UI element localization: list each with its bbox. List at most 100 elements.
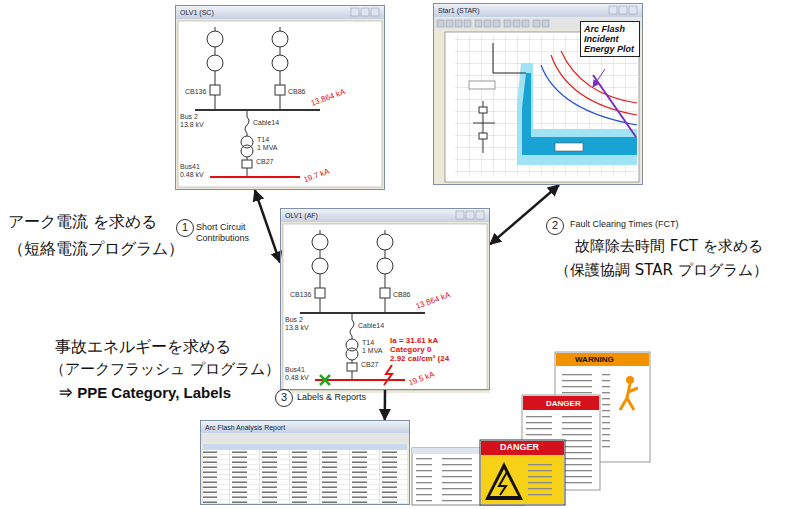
af-window-art-part bbox=[320, 375, 330, 385]
tcc-window-art-part-part bbox=[464, 20, 471, 27]
step-note: 事故エネルギーを求める bbox=[55, 338, 231, 356]
app-window: OLV1 (SC) bbox=[175, 5, 385, 190]
danger-label-art-part bbox=[481, 441, 564, 455]
callout-number: 3 bbox=[275, 389, 293, 407]
warning-card-art-part bbox=[620, 384, 638, 410]
plot-callout-box: Arc Flash Incident Energy Plot bbox=[580, 21, 640, 57]
tcc-window-art-part-part bbox=[455, 20, 462, 27]
connector-arrow bbox=[490, 185, 559, 244]
window-title: OLV1 (SC) bbox=[176, 6, 384, 19]
tcc-window-art-part bbox=[437, 20, 549, 27]
device-label: Cable14 bbox=[253, 119, 279, 127]
arc-flash-result: Category 0 bbox=[390, 345, 431, 354]
tcc-window-art-part-part bbox=[493, 20, 500, 27]
tcc-window-art-part bbox=[555, 143, 583, 151]
window-title: OLV1 (AF) bbox=[281, 209, 489, 222]
device-label: Bus41 bbox=[180, 163, 200, 171]
device-label: CB27 bbox=[361, 361, 379, 369]
tcc-window-art-part-part bbox=[484, 20, 491, 27]
device-label: 1 MVA bbox=[257, 144, 278, 152]
tcc-window-art-part-part bbox=[479, 133, 487, 139]
callout-text: Arc Flash Incident Energy Plot bbox=[584, 24, 636, 54]
device-label: 0.48 kV bbox=[285, 374, 309, 382]
tcc-window-art-part bbox=[629, 6, 637, 14]
device-label: CB136 bbox=[290, 291, 311, 299]
device-label: Cable14 bbox=[358, 322, 384, 330]
step-note: アーク電流 を求める bbox=[8, 213, 157, 231]
report-window-art-part bbox=[201, 421, 409, 433]
tcc-window-art-part bbox=[522, 73, 637, 155]
device-label: 13.8 kV bbox=[180, 121, 204, 129]
device-label: 1 MVA bbox=[362, 347, 383, 355]
step-note: （保護協調 STAR プログラム） bbox=[555, 262, 768, 279]
warning-card-art-part bbox=[626, 376, 634, 384]
danger-label-art-part bbox=[481, 455, 564, 504]
edge-label: Short Circuit Contributions bbox=[196, 222, 260, 244]
device-label: Bus 2 bbox=[285, 316, 303, 324]
device-label: CB86 bbox=[288, 88, 306, 96]
report-window-art-part bbox=[203, 444, 407, 503]
af-window-art-part bbox=[320, 375, 330, 385]
window-title: Star1 (STAR) bbox=[434, 4, 642, 17]
callout-number: 2 bbox=[546, 217, 564, 235]
report-window-art-part bbox=[201, 434, 409, 442]
arc-flash-result: Ia = 31.61 kA bbox=[390, 336, 438, 345]
danger-label-art-part bbox=[499, 472, 507, 495]
danger-label-art-part bbox=[528, 462, 560, 500]
danger-label-art-part bbox=[485, 462, 523, 500]
tcc-window-art-part-part bbox=[446, 20, 453, 27]
signal-word: DANGER bbox=[546, 399, 581, 408]
tcc-window-art-part bbox=[493, 43, 526, 73]
danger-label-art-part bbox=[490, 469, 518, 496]
tcc-window-art-part-part bbox=[479, 107, 487, 113]
callout-number: 1 bbox=[176, 219, 194, 237]
signal-word: WARNING bbox=[575, 355, 614, 364]
step-note: 故障除去時間 FCT を求める bbox=[575, 238, 763, 255]
af-window-art-part bbox=[384, 365, 392, 385]
tcc-window-art-part bbox=[609, 6, 617, 14]
danger-label-art bbox=[480, 440, 565, 505]
report-window-art bbox=[200, 420, 410, 505]
sc-window-art-part bbox=[175, 5, 385, 190]
sc-window-art bbox=[175, 5, 385, 190]
device-label: Bus 2 bbox=[180, 113, 198, 121]
tcc-window-art-part-part bbox=[542, 20, 549, 27]
connector-arrow bbox=[384, 390, 387, 420]
app-window: Arc Flash Analysis Report bbox=[200, 420, 410, 505]
device-label: CB86 bbox=[393, 291, 411, 299]
edge-label: Fault Clearing Times (FCT) bbox=[570, 219, 679, 230]
tcc-window-art bbox=[433, 3, 643, 185]
arc-flash-result: 2.92 cal/cm² (24 bbox=[390, 354, 449, 363]
tcc-window-art-part bbox=[434, 4, 642, 17]
edge-label: Labels & Reports bbox=[297, 392, 366, 403]
af-window-art bbox=[280, 208, 490, 393]
tcc-window-art-part-part bbox=[475, 20, 482, 27]
tcc-window-art-part-part bbox=[437, 20, 444, 27]
af-window-art-part bbox=[280, 208, 490, 393]
device-label: CB136 bbox=[185, 88, 206, 96]
device-label: T14 bbox=[257, 136, 269, 144]
window-title: Arc Flash Analysis Report bbox=[201, 421, 409, 434]
tcc-window-art-part bbox=[433, 3, 643, 185]
tcc-window-art-part-part bbox=[522, 20, 529, 27]
device-label: CB27 bbox=[256, 158, 274, 166]
sc-window-art-part bbox=[195, 27, 320, 177]
tcc-window-art-part-part bbox=[504, 20, 511, 27]
tcc-window-art-part-part bbox=[513, 20, 520, 27]
report-window-art-part bbox=[200, 420, 410, 505]
device-label: 13.8 kV bbox=[285, 324, 309, 332]
tcc-window-art-part bbox=[469, 81, 495, 89]
device-label: T14 bbox=[362, 339, 374, 347]
report-window-art-part bbox=[203, 450, 407, 503]
report-window-art-part bbox=[203, 444, 407, 450]
danger-card-art-part bbox=[523, 396, 599, 410]
tcc-window-art-part bbox=[593, 75, 636, 137]
tcc-window-art-part-part bbox=[533, 20, 540, 27]
tcc-window-art-part bbox=[561, 51, 637, 103]
tcc-window-art-part bbox=[551, 55, 637, 115]
danger-label-art-part bbox=[480, 440, 565, 505]
tcc-window-art-part bbox=[473, 101, 495, 153]
tcc-window-art-part bbox=[517, 63, 637, 165]
step-note: （短絡電流プログラム） bbox=[8, 240, 184, 258]
signal-word: DANGER bbox=[500, 442, 539, 452]
